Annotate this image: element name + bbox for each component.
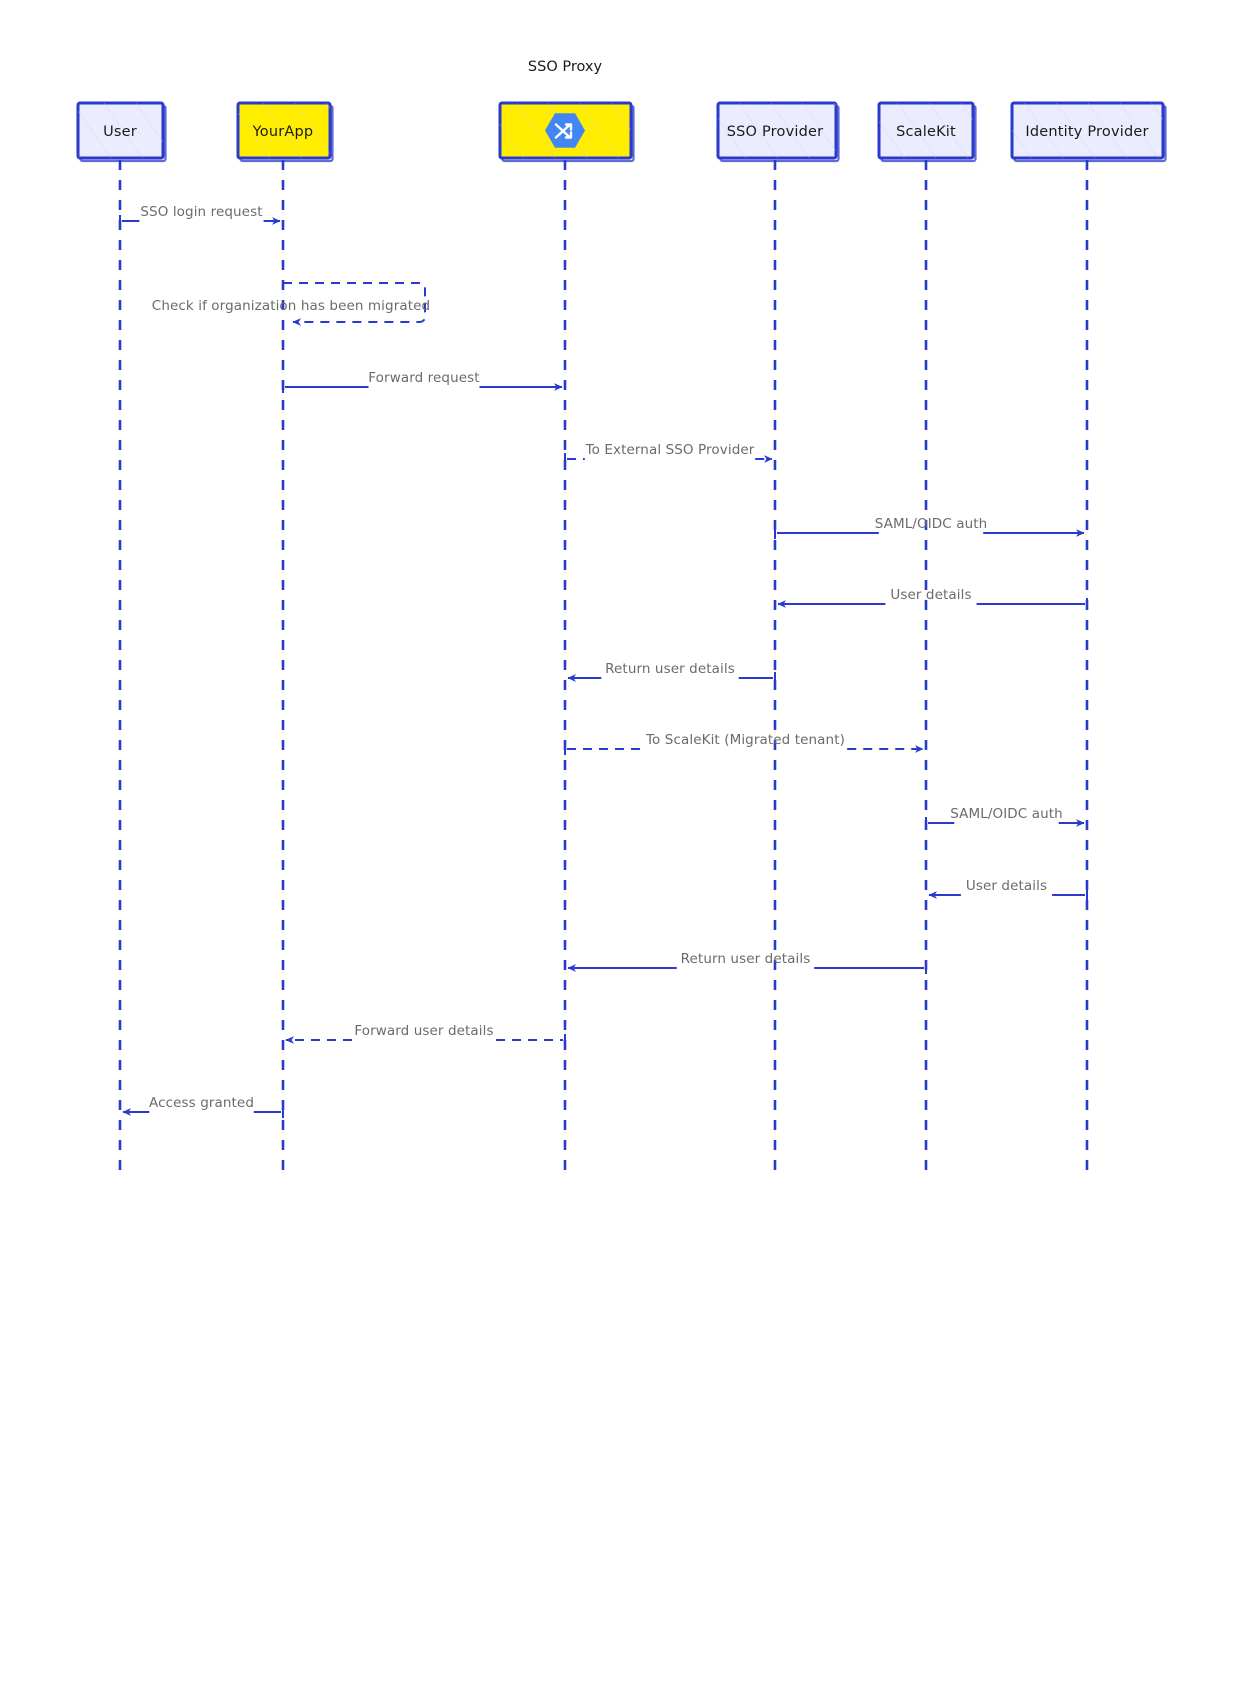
shuffle-glyph <box>554 123 573 139</box>
participant-user[interactable]: User <box>76 101 167 163</box>
message-m10[interactable]: User details <box>928 878 1088 901</box>
message-label: To External SSO Provider <box>585 442 755 458</box>
actor-box-texture <box>879 103 973 158</box>
message-label: SSO login request <box>140 204 262 220</box>
message-m9[interactable]: SAML/OIDC auth <box>925 806 1085 829</box>
participant-scalekit[interactable]: ScaleKit <box>877 101 977 163</box>
message-label: Return user details <box>605 661 735 677</box>
self-loop-path <box>283 282 426 326</box>
actor-box-texture <box>238 103 330 158</box>
message-m5[interactable]: SAML/OIDC auth <box>774 516 1085 539</box>
message-m12[interactable]: Forward user details <box>285 1023 566 1046</box>
actor-box-texture <box>78 103 163 158</box>
participant-ssoproxy[interactable]: SSO Proxy <box>498 59 635 163</box>
message-label: Forward user details <box>354 1023 493 1039</box>
actor-label: SSO Provider <box>727 124 824 140</box>
message-label: Forward request <box>368 370 479 386</box>
message-m7[interactable]: Return user details <box>567 661 776 684</box>
message-m4[interactable]: To External SSO Provider <box>564 442 773 465</box>
message-label: To ScaleKit (Migrated tenant) <box>645 732 845 748</box>
message-label: Access granted <box>149 1095 254 1111</box>
actor-label: YourApp <box>252 124 314 140</box>
message-label: SAML/OIDC auth <box>875 516 988 532</box>
message-label: Check if organization has been migrated <box>152 298 430 314</box>
participant-ssoprov[interactable]: SSO Provider <box>716 101 840 163</box>
message-m13[interactable]: Access granted <box>122 1095 284 1118</box>
actor-label: User <box>103 124 137 140</box>
message-m8[interactable]: To ScaleKit (Migrated tenant) <box>564 732 924 755</box>
actor-box-texture <box>718 103 836 158</box>
actor-label: ScaleKit <box>896 124 956 140</box>
participant-idp[interactable]: Identity Provider <box>1010 101 1167 163</box>
actor-box-texture <box>1012 103 1163 158</box>
message-label: SAML/OIDC auth <box>950 806 1063 822</box>
lifelines-group <box>118 160 1089 1175</box>
message-m6[interactable]: User details <box>777 587 1088 610</box>
message-label: Return user details <box>681 951 811 967</box>
message-label: User details <box>966 878 1047 894</box>
message-m3[interactable]: Forward request <box>282 370 563 393</box>
message-m1[interactable]: SSO login request <box>119 204 281 227</box>
message-m11[interactable]: Return user details <box>567 951 927 974</box>
message-m2[interactable]: Check if organization has been migrated <box>152 282 430 326</box>
participant-yourapp[interactable]: YourApp <box>236 101 334 163</box>
shuffle-icon <box>545 113 585 148</box>
actor-label: Identity Provider <box>1025 124 1148 140</box>
message-label: User details <box>890 587 971 603</box>
node-caption: SSO Proxy <box>528 59 603 75</box>
